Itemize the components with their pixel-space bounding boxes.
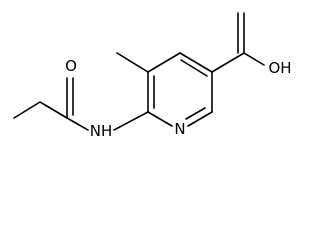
- bond-ring-carboxyl: [211, 52, 245, 73]
- bond-methyl: [116, 52, 149, 73]
- bond-nh-ring: [113, 111, 149, 131]
- bond-n-c6: [147, 111, 173, 127]
- bond-c4-c3: [179, 52, 213, 73]
- atom-label-ring-nitrogen: N: [174, 120, 185, 138]
- molecule-diagram: O NH N OH: [13, 12, 292, 140]
- bonds: [13, 12, 265, 131]
- bond-ethyl-terminal: [13, 101, 41, 119]
- atom-label-carbonyl-oxygen: O: [65, 57, 77, 75]
- bond-c2-n-inner: [185, 107, 206, 120]
- structure-svg: O NH N OH: [13, 12, 292, 140]
- bond-c4-c3-inner: [180, 59, 208, 77]
- bond-carbonyl-nh: [66, 117, 89, 131]
- bond-carboxyl-oh: [243, 52, 265, 66]
- bond-ethyl-carbonyl: [39, 101, 68, 119]
- bond-c2-n: [187, 111, 213, 127]
- atom-label-acid-oh: OH: [268, 59, 291, 77]
- atom-label-amide-nh: NH: [90, 122, 113, 140]
- bond-c5-c4: [147, 52, 181, 73]
